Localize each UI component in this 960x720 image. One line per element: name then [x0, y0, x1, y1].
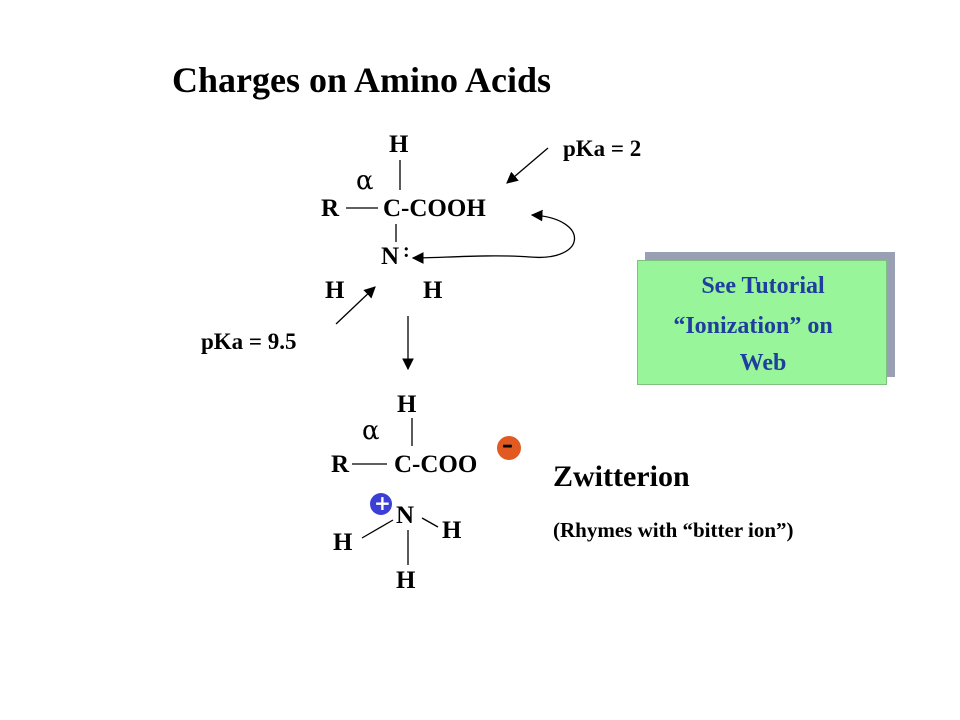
atom-h-bottom: H — [396, 567, 416, 594]
atom-h-right-bottom: H — [442, 517, 462, 544]
lone-pair: : — [403, 240, 410, 262]
negative-charge-icon: – — [497, 435, 521, 460]
atom-r-top: R — [321, 195, 340, 222]
positive-charge-icon: + — [370, 493, 392, 515]
bond-n-h-left — [361, 519, 394, 539]
atom-n-top: N — [381, 243, 400, 270]
zwitterion-label: Zwitterion — [553, 460, 690, 493]
pka-amine: pKa = 9.5 — [201, 329, 297, 354]
atom-r-bottom: R — [331, 451, 350, 478]
atom-h-left-bottom: H — [333, 529, 353, 556]
tutorial-line-3: Web — [739, 350, 787, 376]
atom-h-right-top: H — [423, 277, 443, 304]
slide-title: Charges on Amino Acids — [172, 60, 552, 100]
bond-n-h-right — [421, 517, 439, 528]
tutorial-line-2: “Ionization” on — [673, 313, 833, 339]
tutorial-line-1: See Tutorial — [701, 273, 825, 299]
atom-h-top: H — [389, 131, 409, 158]
pka-carboxyl: pKa = 2 — [563, 136, 642, 161]
alpha-symbol-top: α — [356, 166, 374, 196]
atom-n-bottom: N — [396, 502, 415, 529]
rhyme-note: (Rhymes with “bitter ion”) — [553, 518, 794, 542]
tutorial-box: See Tutorial “Ionization” on Web — [637, 260, 887, 385]
atom-h-left-top: H — [325, 277, 345, 304]
pka-carboxyl-arrow — [506, 147, 549, 184]
alpha-symbol-bottom: α — [362, 416, 380, 446]
atom-h-top-2: H — [397, 391, 417, 418]
group-c-cooh: C-COOH — [383, 195, 486, 222]
group-c-coo: C-COO — [394, 451, 478, 478]
